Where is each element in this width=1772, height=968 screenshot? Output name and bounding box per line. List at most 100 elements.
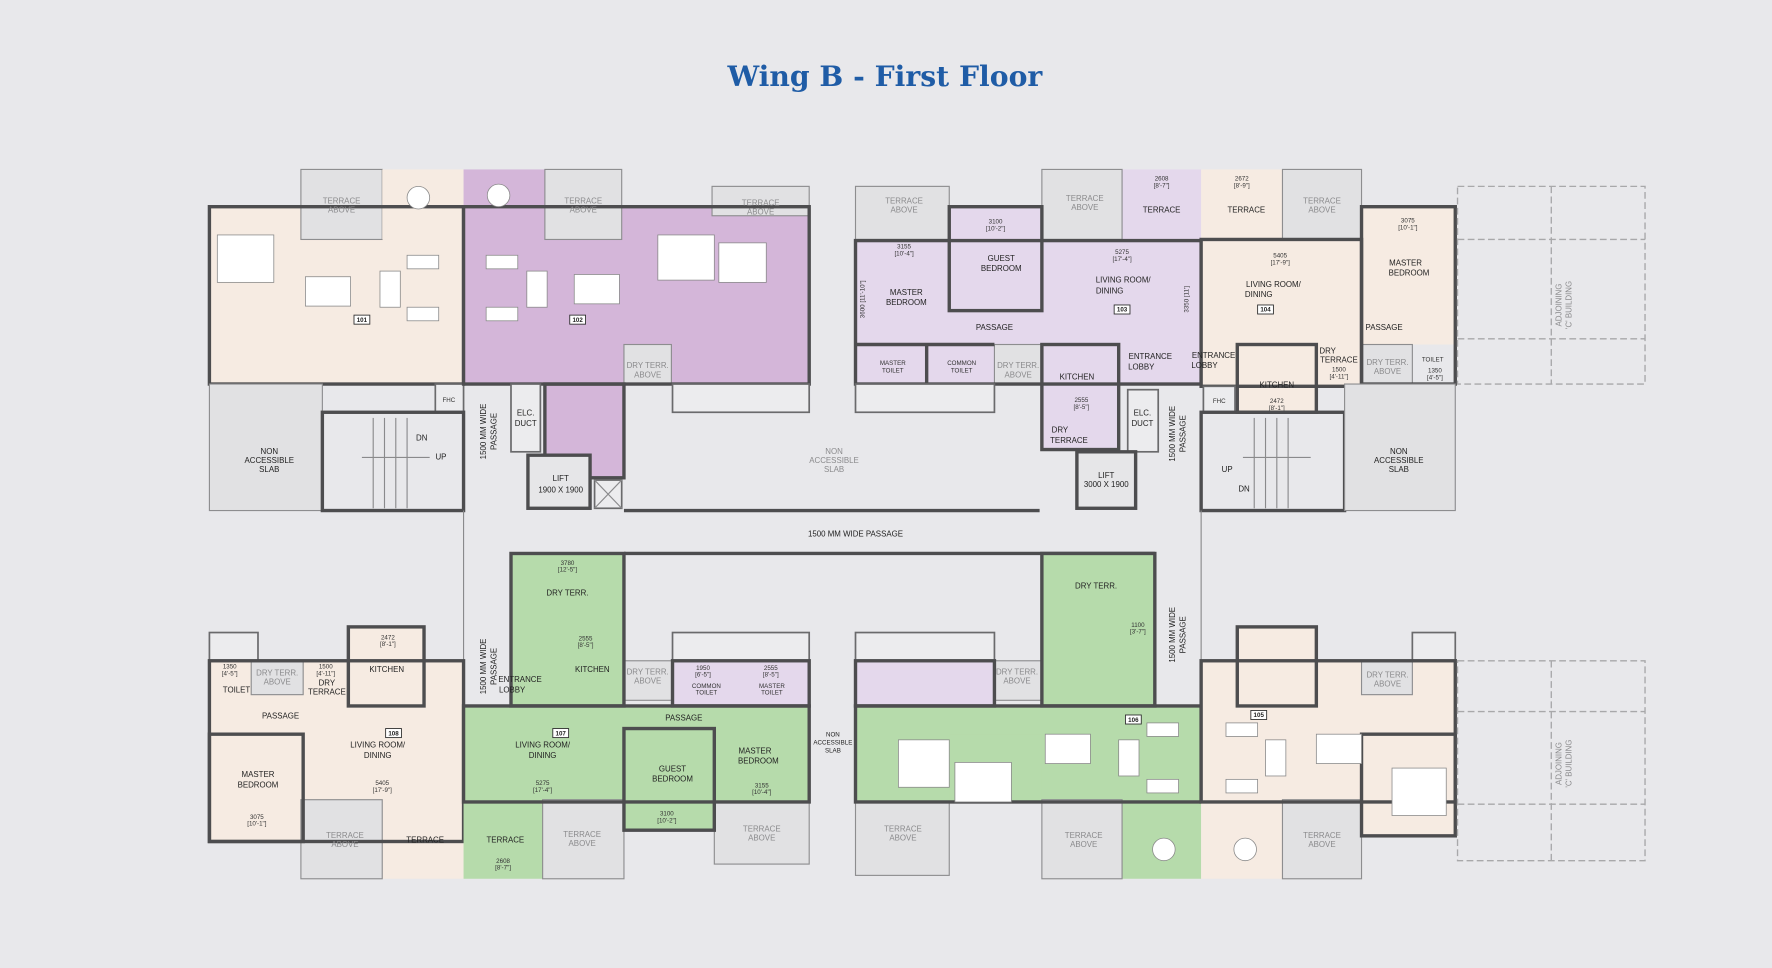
dry-terr-above-label: ABOVE bbox=[264, 677, 291, 686]
dimension: [17'-4"] bbox=[1112, 256, 1132, 263]
room-label: KITCHEN bbox=[369, 665, 404, 674]
room-label: DRY bbox=[319, 679, 336, 688]
room-label: LIVING ROOM/ bbox=[1096, 275, 1152, 284]
dimension: [10'-2"] bbox=[986, 225, 1006, 232]
dimension: 2608 bbox=[496, 858, 510, 865]
dimension: [10'-4"] bbox=[752, 789, 772, 796]
dimension: 2555 bbox=[579, 635, 593, 642]
unit-number: 102 bbox=[572, 317, 583, 324]
dry-terr-above-label: DRY TERR. bbox=[1366, 671, 1408, 680]
terrace-above-label: TERRACE bbox=[326, 831, 364, 840]
room-label: LOBBY bbox=[1191, 361, 1218, 370]
room-label: GUEST bbox=[659, 764, 686, 773]
dimension: 2672 bbox=[1235, 176, 1249, 183]
dimension: 1350 bbox=[223, 664, 237, 671]
non-accessible-slab-label: ACCESSIBLE bbox=[809, 456, 859, 465]
unit-104[interactable]: FHC TERRACE ABOVE 2672 [8'-9"] TERRACE 5… bbox=[1191, 168, 1457, 414]
room-label: TOILET bbox=[951, 368, 973, 375]
unit-number: 106 bbox=[1128, 717, 1139, 724]
terrace-above-label: ABOVE bbox=[570, 205, 597, 214]
dimension: 3155 bbox=[755, 782, 769, 789]
room-label: COMMON bbox=[947, 360, 976, 367]
dry-terr-above-label: ABOVE bbox=[1003, 676, 1030, 685]
terrace-above-label: ABOVE bbox=[1308, 205, 1335, 214]
non-accessible-slab-label: ACCESSIBLE bbox=[813, 739, 852, 746]
terrace-above-label: ABOVE bbox=[331, 840, 358, 849]
unit-101[interactable]: 101 TERRACE ABOVE FHC bbox=[207, 168, 466, 414]
non-accessible-slab-label: ACCESSIBLE bbox=[1374, 456, 1424, 465]
dry-terr-above-label: ABOVE bbox=[634, 370, 661, 379]
terrace-above-label: TERRACE bbox=[1303, 196, 1341, 205]
unit-103[interactable]: TERRACE ABOVE TERRACE ABOVE 2608 [8'-7"]… bbox=[853, 168, 1203, 510]
unit-105[interactable]: 105 DRY TERR. ABOVE TERRACE ABOVE bbox=[1199, 625, 1457, 880]
unit-number: 108 bbox=[388, 730, 399, 737]
dry-terr-above-label: DRY TERR. bbox=[256, 668, 298, 677]
room-label: TERRACE bbox=[1050, 436, 1088, 445]
room-label: TERRACE bbox=[1227, 205, 1265, 214]
dimension: [17'-4"] bbox=[533, 787, 553, 794]
room-label: DRY bbox=[1319, 347, 1336, 356]
dimension: 2472 bbox=[381, 634, 395, 641]
room-label: PASSAGE bbox=[1366, 323, 1403, 332]
room-label: DINING bbox=[1096, 287, 1124, 296]
stair-dn-label: DN bbox=[416, 434, 428, 443]
dimension: 2555 bbox=[1075, 397, 1089, 404]
dimension: [8'-1"] bbox=[380, 641, 396, 648]
dimension: 3350 [11'] bbox=[1184, 286, 1191, 313]
room-label: TERRACE bbox=[1143, 205, 1181, 214]
dimension: 3780 bbox=[561, 560, 575, 567]
dry-terr-above-label: ABOVE bbox=[1374, 367, 1401, 376]
fhc-label: FHC bbox=[443, 397, 456, 404]
room-label: KITCHEN bbox=[1060, 373, 1095, 382]
room-label: LOBBY bbox=[499, 685, 526, 694]
elc-duct-label: ELC. bbox=[517, 409, 535, 418]
unit-107[interactable]: 3780 [12'-5"] DRY TERR. 2555 [8'-5"] KIT… bbox=[461, 551, 853, 880]
room-label: TOILET bbox=[223, 685, 251, 694]
room-label: ENTRANCE bbox=[498, 675, 541, 684]
dry-terr-above-label: ABOVE bbox=[1374, 680, 1401, 689]
room-label: BEDROOM bbox=[738, 757, 779, 766]
passage-label: 1500 MM WIDE bbox=[1168, 406, 1177, 462]
unit-number: 103 bbox=[1117, 307, 1128, 314]
dimension: [10'-1"] bbox=[247, 821, 267, 828]
room-label: KITCHEN bbox=[575, 665, 610, 674]
room-label: TERRACE bbox=[1320, 356, 1358, 365]
unit-108[interactable]: 1350 [4'-5"] TOILET DRY TERR. ABOVE 1500… bbox=[207, 625, 466, 880]
dimension: [8'-5"] bbox=[1074, 404, 1090, 411]
room-label: MASTER bbox=[759, 683, 785, 690]
unit-number: 101 bbox=[357, 317, 368, 324]
dimension: [4'-5"] bbox=[222, 670, 238, 677]
dimension: 1950 bbox=[696, 665, 710, 672]
room-label: BEDROOM bbox=[981, 264, 1022, 273]
room-label: PASSAGE bbox=[262, 711, 299, 720]
terrace-above-label: TERRACE bbox=[742, 199, 780, 208]
stair-up-label: UP bbox=[435, 453, 446, 462]
terrace-above-label: TERRACE bbox=[885, 196, 923, 205]
dimension: 3075 bbox=[250, 814, 264, 821]
elc-duct-label: ELC. bbox=[1134, 409, 1152, 418]
room-label: MASTER bbox=[739, 746, 772, 755]
terrace-above-label: ABOVE bbox=[890, 205, 917, 214]
stair-up-label: UP bbox=[1222, 465, 1233, 474]
dry-terr-above-label: ABOVE bbox=[1005, 370, 1032, 379]
fhc-label: FHC bbox=[1213, 398, 1226, 405]
dry-terr-above-label: DRY TERR. bbox=[627, 667, 669, 676]
non-accessible-slab-label: SLAB bbox=[824, 465, 844, 474]
room-label: TOILET bbox=[1422, 356, 1444, 363]
dimension: 3075 bbox=[1401, 218, 1415, 225]
dimension: [17'-9"] bbox=[1271, 259, 1291, 266]
passage-label: PASSAGE bbox=[489, 648, 498, 685]
passage-label: PASSAGE bbox=[1178, 616, 1187, 653]
dimension: 1100 bbox=[1131, 622, 1145, 629]
terrace-above-label: ABOVE bbox=[569, 839, 596, 848]
dimension: 5405 bbox=[1273, 253, 1287, 260]
unit-106[interactable]: DRY TERR. 1100 [3'-7"] DRY TERR. ABOVE 1… bbox=[853, 551, 1203, 880]
terrace-above-label: TERRACE bbox=[884, 824, 922, 833]
terrace-above-label: ABOVE bbox=[1070, 840, 1097, 849]
non-accessible-slab-label: ACCESSIBLE bbox=[244, 456, 294, 465]
room-label: DRY TERR. bbox=[546, 588, 588, 597]
dimension: 2472 bbox=[1270, 398, 1284, 405]
dimension: [8'-5"] bbox=[763, 672, 779, 679]
terrace-above-label: TERRACE bbox=[323, 196, 361, 205]
non-accessible-slab-label: NON bbox=[826, 731, 840, 738]
